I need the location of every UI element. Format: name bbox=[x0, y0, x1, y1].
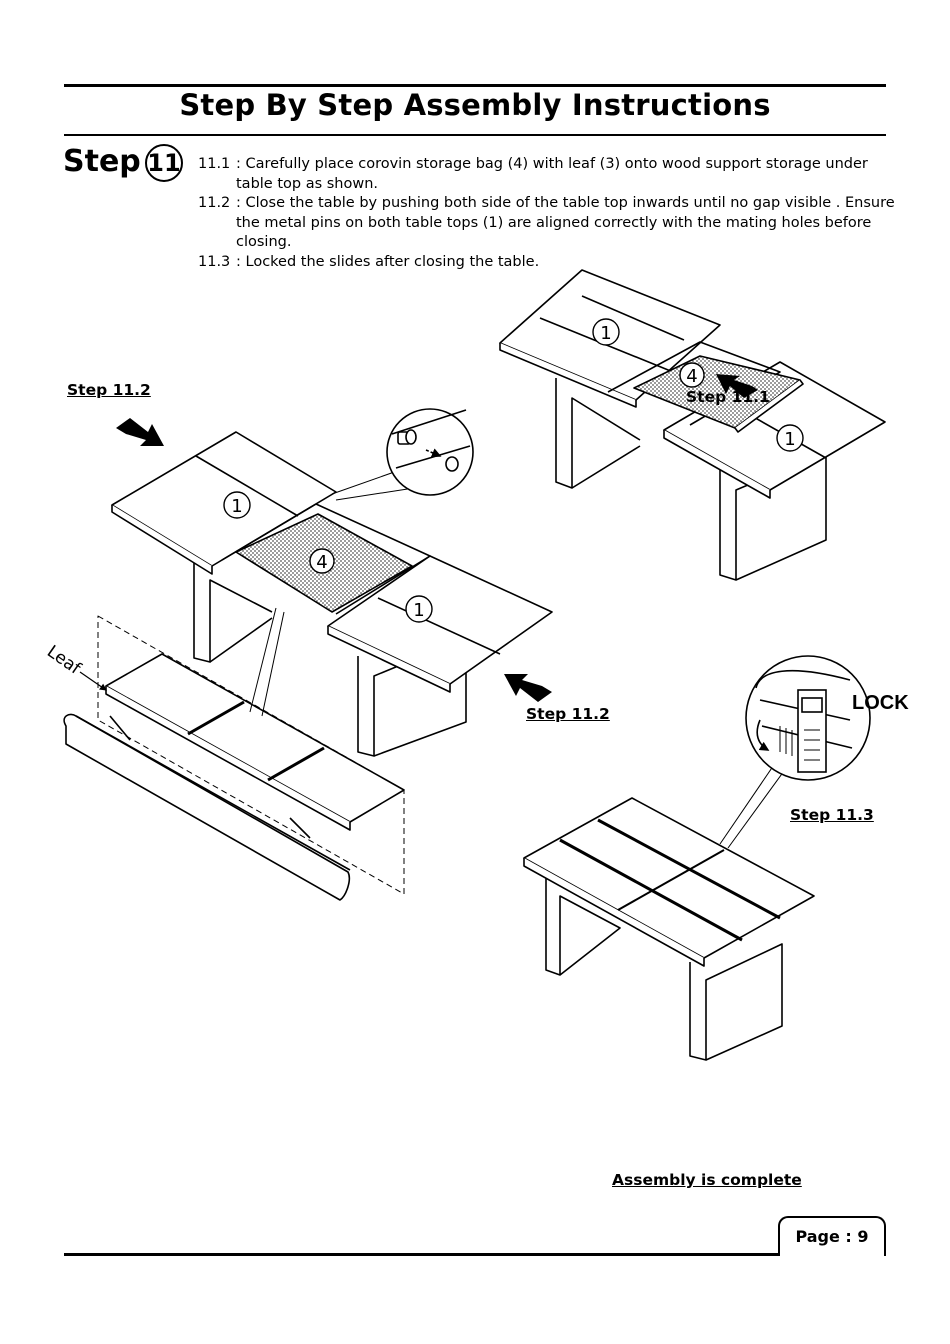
instruction-number: 11.2 bbox=[198, 195, 231, 211]
instruction-item: 11.2 : Close the table by pushing both s… bbox=[198, 194, 898, 253]
part-1-label: 1 bbox=[231, 496, 242, 517]
push-arrows bbox=[116, 374, 758, 702]
step-11-2-caption-top: Step 11.2 bbox=[67, 381, 151, 399]
lock-detail-callout bbox=[745, 655, 871, 781]
open-table-top-right bbox=[499, 269, 886, 581]
part-4-callout bbox=[679, 362, 705, 388]
part-1-label: 1 bbox=[413, 600, 424, 621]
closed-table-bottom-right bbox=[523, 755, 815, 1061]
instruction-item: 11.3 : Locked the slides after closing t… bbox=[198, 253, 898, 273]
part-4-label: 4 bbox=[686, 366, 697, 387]
instruction-text: : Close the table by pushing both side o… bbox=[236, 195, 895, 251]
instruction-item: 11.1 : Carefully place corovin storage b… bbox=[198, 155, 898, 194]
step-11-3-caption: Step 11.3 bbox=[790, 806, 874, 824]
footer-rule bbox=[64, 1253, 780, 1256]
instruction-text: : Carefully place corovin storage bag (4… bbox=[236, 156, 868, 192]
instruction-number: 11.1 bbox=[198, 156, 231, 172]
page-number-badge: Page : 9 bbox=[778, 1216, 886, 1256]
title-underline-rule bbox=[64, 134, 886, 136]
leaf-pointer bbox=[79, 671, 107, 691]
part-callouts bbox=[223, 318, 804, 623]
part-1-label: 1 bbox=[784, 429, 795, 450]
part-1-label: 1 bbox=[600, 323, 611, 344]
top-rule bbox=[64, 84, 886, 87]
instruction-text: : Locked the slides after closing the ta… bbox=[236, 254, 540, 270]
lock-label: LOCK bbox=[852, 692, 909, 714]
part-1-callout bbox=[776, 424, 804, 452]
step-number-badge: 11 bbox=[145, 144, 183, 182]
leaf-and-storage-rail bbox=[63, 607, 405, 901]
leaf-label: Leaf bbox=[43, 642, 85, 680]
step-11-2-caption-bottom: Step 11.2 bbox=[526, 705, 610, 723]
part-4-label: 4 bbox=[316, 552, 327, 573]
part-1-callout bbox=[223, 491, 251, 519]
part-4-callout bbox=[309, 548, 335, 574]
step-label: Step bbox=[63, 144, 141, 179]
instruction-number: 11.3 bbox=[198, 254, 231, 270]
pin-detail-callout bbox=[386, 408, 474, 496]
page-title: Step By Step Assembly Instructions bbox=[179, 88, 771, 122]
part-1-callout bbox=[592, 318, 620, 346]
assembly-complete-note: Assembly is complete bbox=[612, 1171, 802, 1189]
step-11-1-caption: Step 11.1 bbox=[686, 388, 770, 406]
part-1-callout bbox=[405, 595, 433, 623]
